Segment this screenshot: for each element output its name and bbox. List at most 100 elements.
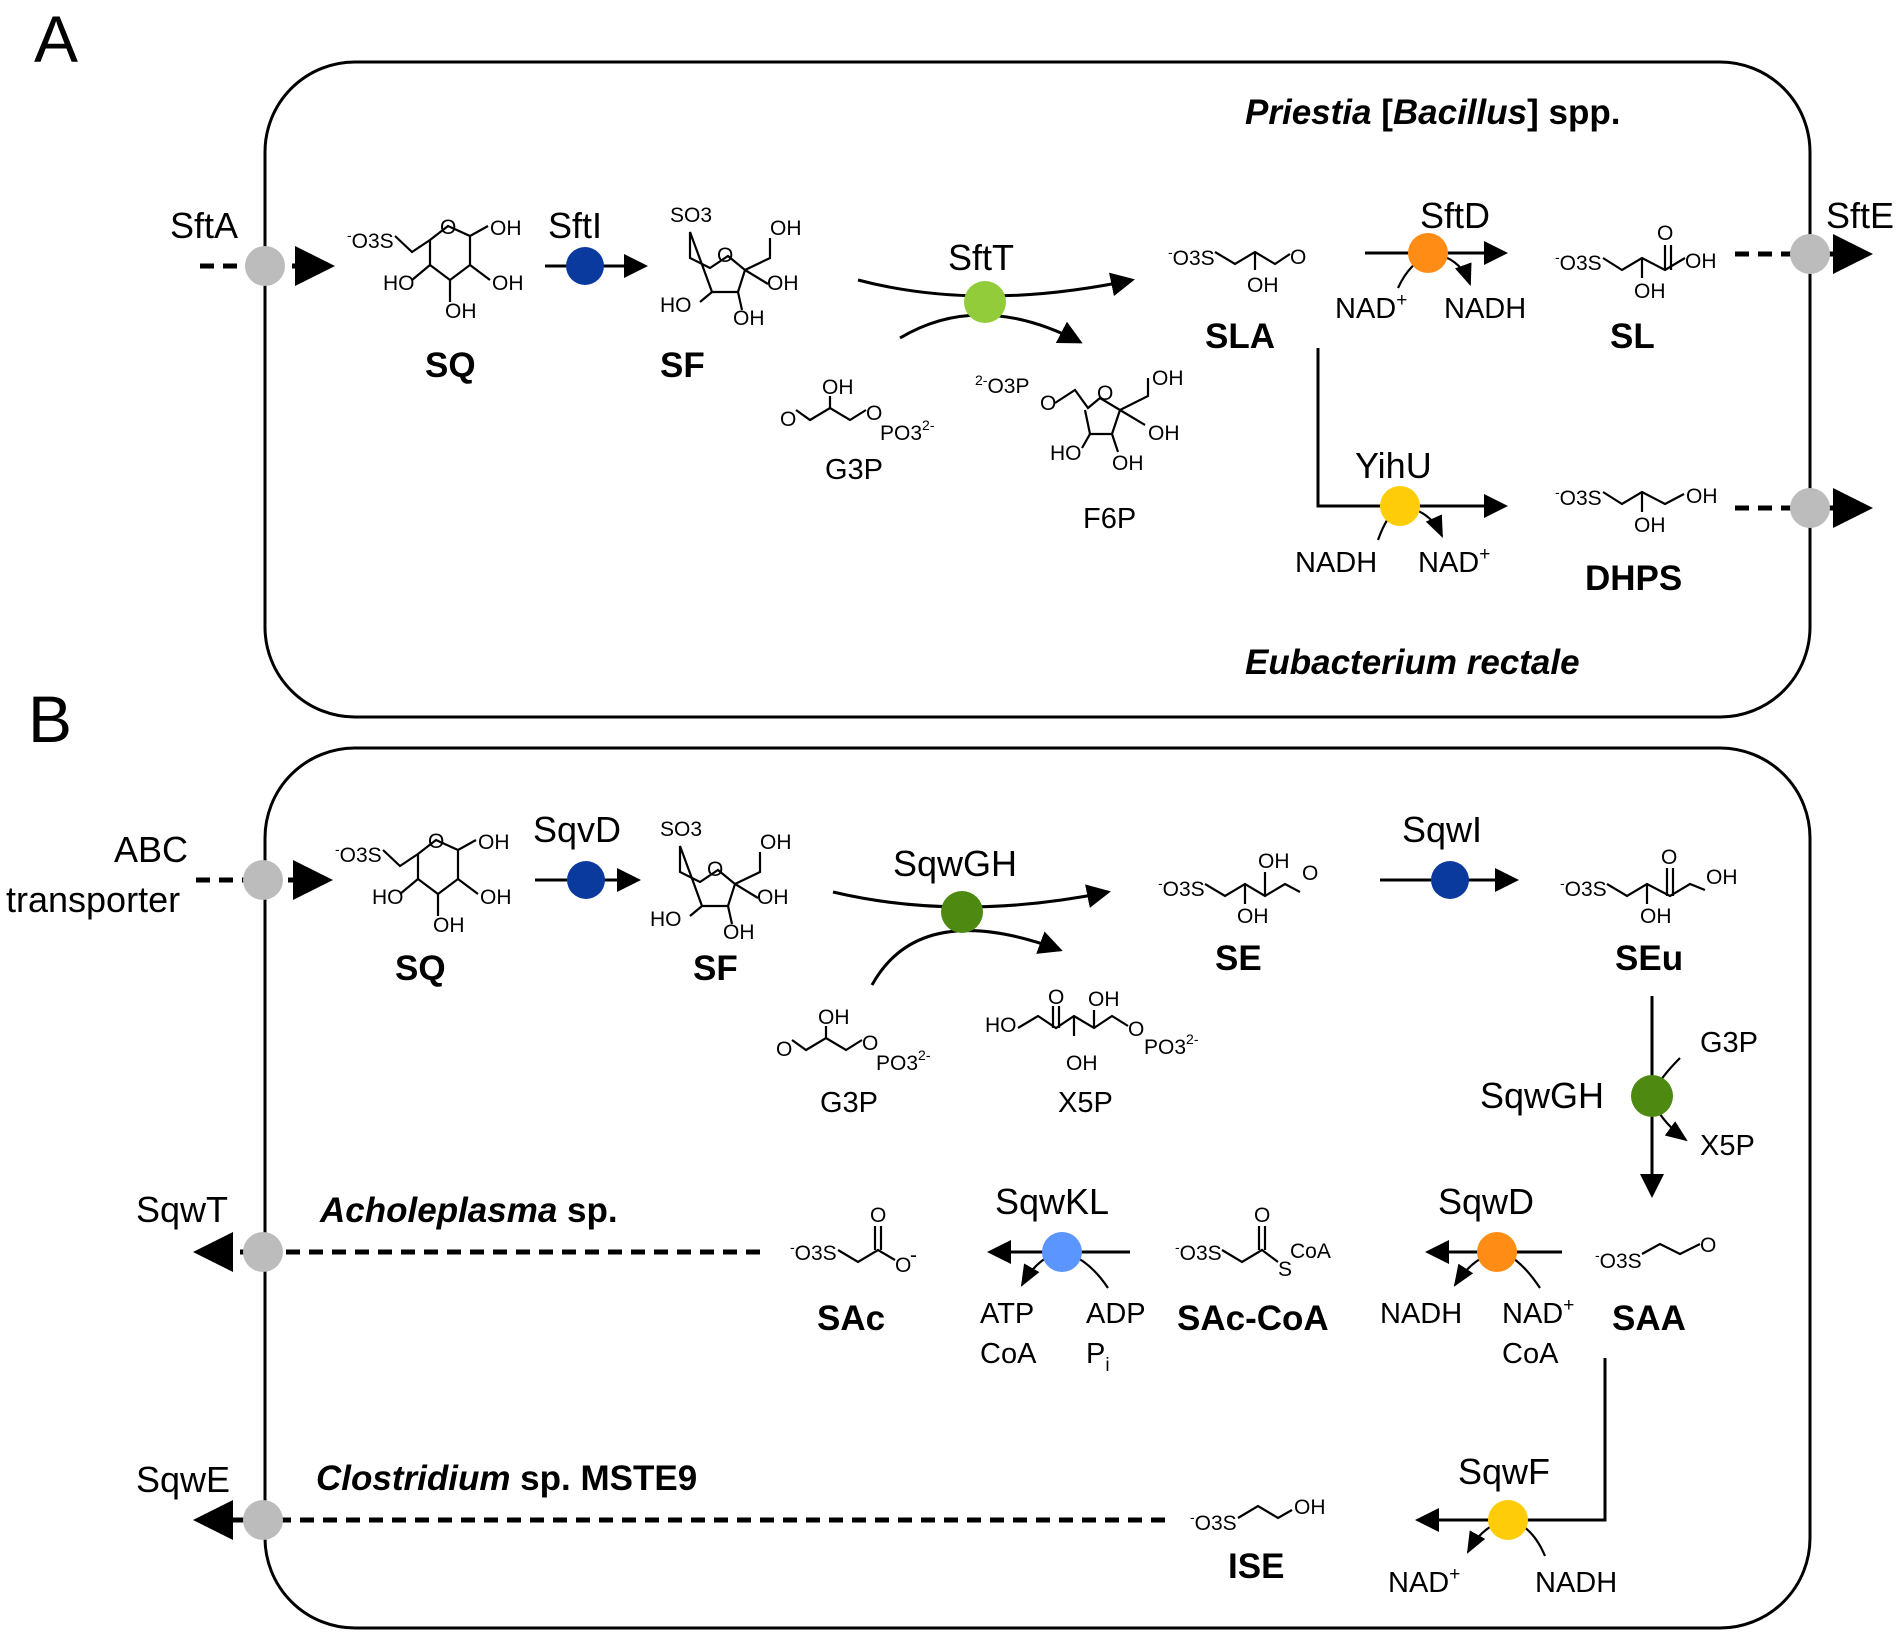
- x5p-structure-b: HO O OH OH O PO32-: [985, 986, 1199, 1075]
- sf-label-a: SF: [660, 346, 705, 385]
- sqwd-cofactor-in1: NAD+: [1502, 1295, 1574, 1330]
- svg-text:OH: OH: [733, 307, 765, 330]
- dhps-structure: -O3S OH OH: [1555, 484, 1718, 537]
- sqwgh-label-1: SqwGH: [893, 843, 1017, 884]
- svg-text:PO32-: PO32-: [880, 417, 935, 445]
- sqwd-label: SqwD: [1438, 1181, 1534, 1222]
- sftt-label: SftT: [948, 237, 1014, 278]
- sl-label: SL: [1610, 317, 1655, 356]
- sftd-cofactor-out: NADH: [1444, 293, 1526, 325]
- g3p-label-a: G3P: [825, 454, 883, 486]
- abc-label-line2: transporter: [6, 879, 180, 920]
- svg-text:HO: HO: [985, 1014, 1017, 1037]
- svg-text:-O3S: -O3S: [335, 841, 382, 867]
- svg-text:OH: OH: [1634, 514, 1666, 537]
- svg-text:O: O: [1302, 862, 1318, 885]
- svg-text:OH: OH: [818, 1006, 850, 1029]
- sq-structure-a: -O3S O OH HO OH OH: [347, 216, 524, 323]
- svg-text:OH: OH: [1294, 1496, 1326, 1519]
- svg-text:O: O: [862, 1032, 878, 1055]
- svg-text:O: O: [1128, 1018, 1144, 1041]
- svg-text:OH: OH: [1152, 367, 1184, 390]
- svg-text:OH: OH: [757, 886, 789, 909]
- svg-text:PO32-: PO32-: [1144, 1031, 1199, 1059]
- svg-text:O: O: [780, 408, 796, 431]
- f6p-label-a: F6P: [1083, 503, 1136, 535]
- sqwkl-cofactor-in1: ADP: [1086, 1298, 1146, 1330]
- sqwi-enzyme-node: [1431, 861, 1469, 899]
- saa-label: SAA: [1612, 1299, 1686, 1338]
- svg-text:OH: OH: [1088, 988, 1120, 1011]
- svg-text:O: O: [1040, 392, 1056, 415]
- svg-text:O: O: [717, 244, 733, 267]
- svg-text:OH: OH: [770, 217, 802, 240]
- yihu-label: YihU: [1355, 445, 1432, 486]
- sqwgh2-cofactor-out: X5P: [1700, 1130, 1755, 1162]
- yihu-arrow: [1316, 348, 1508, 518]
- sqwd-cofactor-in2: CoA: [1502, 1338, 1559, 1370]
- svg-text:-O3S: -O3S: [1175, 1239, 1222, 1265]
- svg-text:-O3S: -O3S: [1560, 875, 1607, 901]
- sftd-label: SftD: [1420, 195, 1490, 236]
- ise-label: ISE: [1228, 1547, 1284, 1586]
- svg-text:-O3S: -O3S: [1555, 484, 1602, 510]
- svg-text:OH: OH: [478, 831, 510, 854]
- sla-structure: -O3S O OH: [1168, 244, 1306, 297]
- svg-text:HO: HO: [650, 908, 682, 931]
- sftt-enzyme-node: [964, 281, 1006, 323]
- seu-label: SEu: [1615, 939, 1683, 978]
- f6p-structure-a: 2-O3P O O OH OH HO OH: [975, 367, 1184, 475]
- sqwd-cofactor-out: NADH: [1380, 1298, 1462, 1330]
- svg-text:O: O: [1097, 382, 1113, 405]
- sqwkl-enzyme-node: [1042, 1232, 1082, 1272]
- svg-text:OH: OH: [760, 831, 792, 854]
- sfte-label: SftE: [1826, 195, 1894, 236]
- svg-text:OH: OH: [1247, 274, 1279, 297]
- sqwgh-label-2: SqwGH: [1480, 1075, 1604, 1116]
- sqwf-enzyme-node: [1488, 1500, 1528, 1540]
- svg-text:OH: OH: [1685, 250, 1717, 273]
- g3p-label-b: G3P: [820, 1087, 878, 1119]
- svg-text:HO: HO: [372, 886, 404, 909]
- sfte-transporter: [1790, 234, 1830, 274]
- g3p-structure-a: O OH O PO32-: [780, 376, 935, 445]
- x5p-label-b: X5P: [1058, 1087, 1113, 1119]
- panel-a-organism-top: Priestia [Bacillus] spp.: [1245, 93, 1620, 132]
- clostridium-label: Clostridium sp. MSTE9: [316, 1459, 697, 1498]
- sfti-enzyme-node: [566, 247, 604, 285]
- sqwd-enzyme-node: [1477, 1232, 1517, 1272]
- sqvd-enzyme-node: [567, 861, 605, 899]
- svg-text:O: O: [1254, 1204, 1270, 1227]
- svg-text:OH: OH: [1634, 280, 1666, 303]
- g3p-structure-b: O OH O PO32-: [776, 1006, 931, 1075]
- sftd-enzyme-node: [1408, 233, 1448, 273]
- sq-structure-b: -O3S O OH HO OH OH: [335, 830, 512, 937]
- svg-text:HO: HO: [1050, 442, 1082, 465]
- svg-text:OH: OH: [1148, 422, 1180, 445]
- sqwf-label: SqwF: [1458, 1451, 1550, 1492]
- sfta-label: SftA: [170, 205, 238, 246]
- sqvd-label: SqvD: [533, 809, 621, 850]
- sla-label: SLA: [1205, 317, 1275, 356]
- sqwi-label: SqwI: [1402, 809, 1482, 850]
- svg-text:O: O: [1657, 222, 1673, 245]
- svg-text:O: O: [1700, 1234, 1716, 1257]
- svg-text:-O3S: -O3S: [790, 1239, 837, 1265]
- panel-a-organism-bottom: Eubacterium rectale: [1245, 643, 1580, 682]
- svg-text:OH: OH: [767, 272, 799, 295]
- yihu-cofactor-in: NADH: [1295, 547, 1377, 579]
- sl-structure: -O3S O OH OH: [1555, 222, 1717, 303]
- svg-text:-O3S: -O3S: [1595, 1247, 1642, 1273]
- svg-text:OH: OH: [492, 272, 524, 295]
- svg-text:OH: OH: [1258, 850, 1290, 873]
- sqwgh-side-arrow: [870, 929, 1063, 986]
- svg-text:SO3: SO3: [670, 204, 712, 227]
- svg-text:HO: HO: [383, 272, 415, 295]
- svg-text:-O3S: -O3S: [1555, 249, 1602, 275]
- sac-label: SAc: [817, 1299, 885, 1338]
- sf-structure-b: SO3 O OH OH HO OH: [650, 818, 792, 944]
- svg-text:O: O: [1661, 846, 1677, 869]
- sqwf-cofactor-in: NADH: [1535, 1567, 1617, 1599]
- sqwgh-enzyme-node-2: [1631, 1075, 1673, 1117]
- sqwgh-enzyme-node-1: [941, 891, 983, 933]
